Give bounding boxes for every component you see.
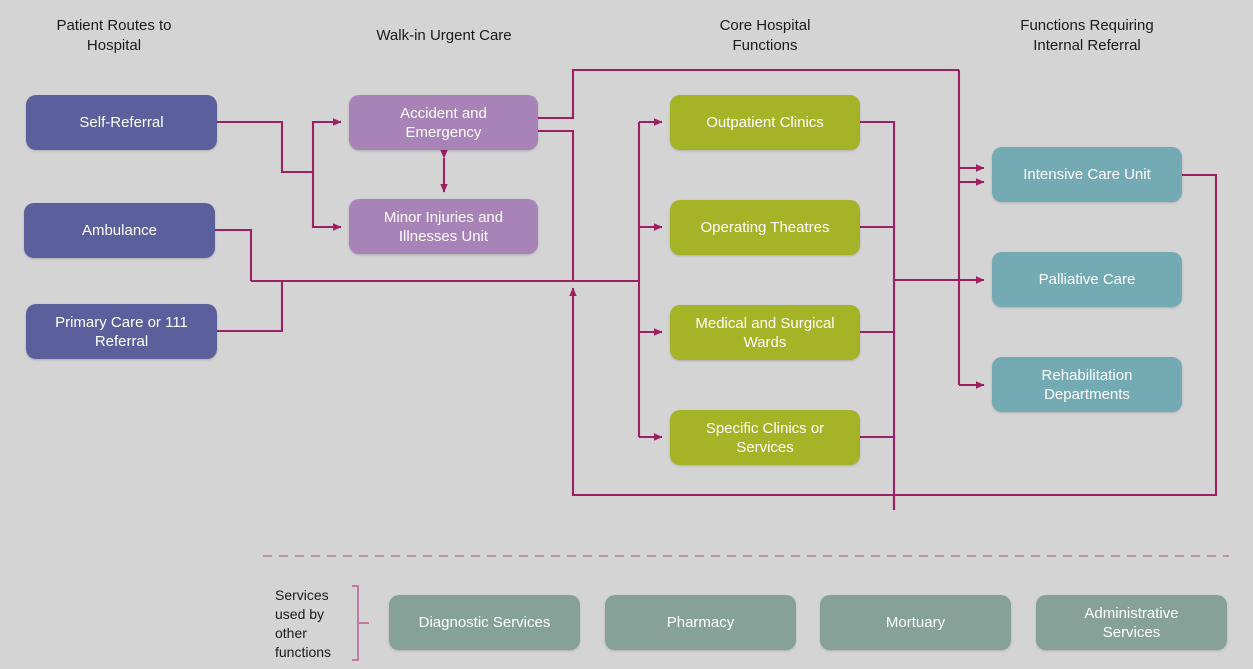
node-rehabilitation-departments[interactable]: Rehabilitation Departments	[992, 357, 1182, 412]
node-medical-and-surgical-wards[interactable]: Medical and Surgical Wards	[670, 305, 860, 360]
node-mortuary[interactable]: Mortuary	[820, 595, 1011, 650]
column-header-walkin: Walk-in Urgent Care	[376, 27, 512, 44]
node-minor-injuries-and-illnesses-unit[interactable]: Minor Injuries and Illnesses Unit	[349, 199, 538, 254]
link-outpatient-collector	[860, 120, 896, 510]
node-operating-theatres[interactable]: Operating Theatres	[670, 200, 860, 255]
node-outpatient-clinics[interactable]: Outpatient Clinics	[670, 95, 860, 150]
node-pharmacy[interactable]: Pharmacy	[605, 595, 796, 650]
node-administrative-services[interactable]: Administrative Services	[1036, 595, 1227, 650]
link-self-referral-junction	[217, 120, 313, 174]
column-header-core: Core Hospital Functions	[719, 17, 811, 54]
node-intensive-care-unit[interactable]: Intensive Care Unit	[992, 147, 1182, 202]
node-specific-clinics-or-services[interactable]: Specific Clinics or Services	[670, 410, 860, 465]
node-ambulance[interactable]: Ambulance	[24, 203, 215, 258]
link-ambulance-bus	[215, 228, 253, 281]
link-accident-emergency-bus	[538, 129, 575, 281]
link-junction-accident-emergency	[311, 118, 342, 172]
services-used-by-other-functions-label: Services used by other functions	[275, 587, 332, 660]
node-diagnostic-services[interactable]: Diagnostic Services	[389, 595, 580, 650]
column-header-routes: Patient Routes to Hospital	[56, 17, 172, 54]
node-self-referral[interactable]: Self-Referral	[26, 95, 217, 150]
link-junction-minor-injuries	[311, 172, 342, 231]
node-accident-and-emergency[interactable]: Accident and Emergency	[349, 95, 538, 150]
node-primary-care-111-referral[interactable]: Primary Care or 111 Referral	[26, 304, 217, 359]
link-primary-care-bus	[217, 281, 284, 333]
column-header-referral: Functions Requiring Internal Referral	[1020, 17, 1154, 54]
node-palliative-care[interactable]: Palliative Care	[992, 252, 1182, 307]
